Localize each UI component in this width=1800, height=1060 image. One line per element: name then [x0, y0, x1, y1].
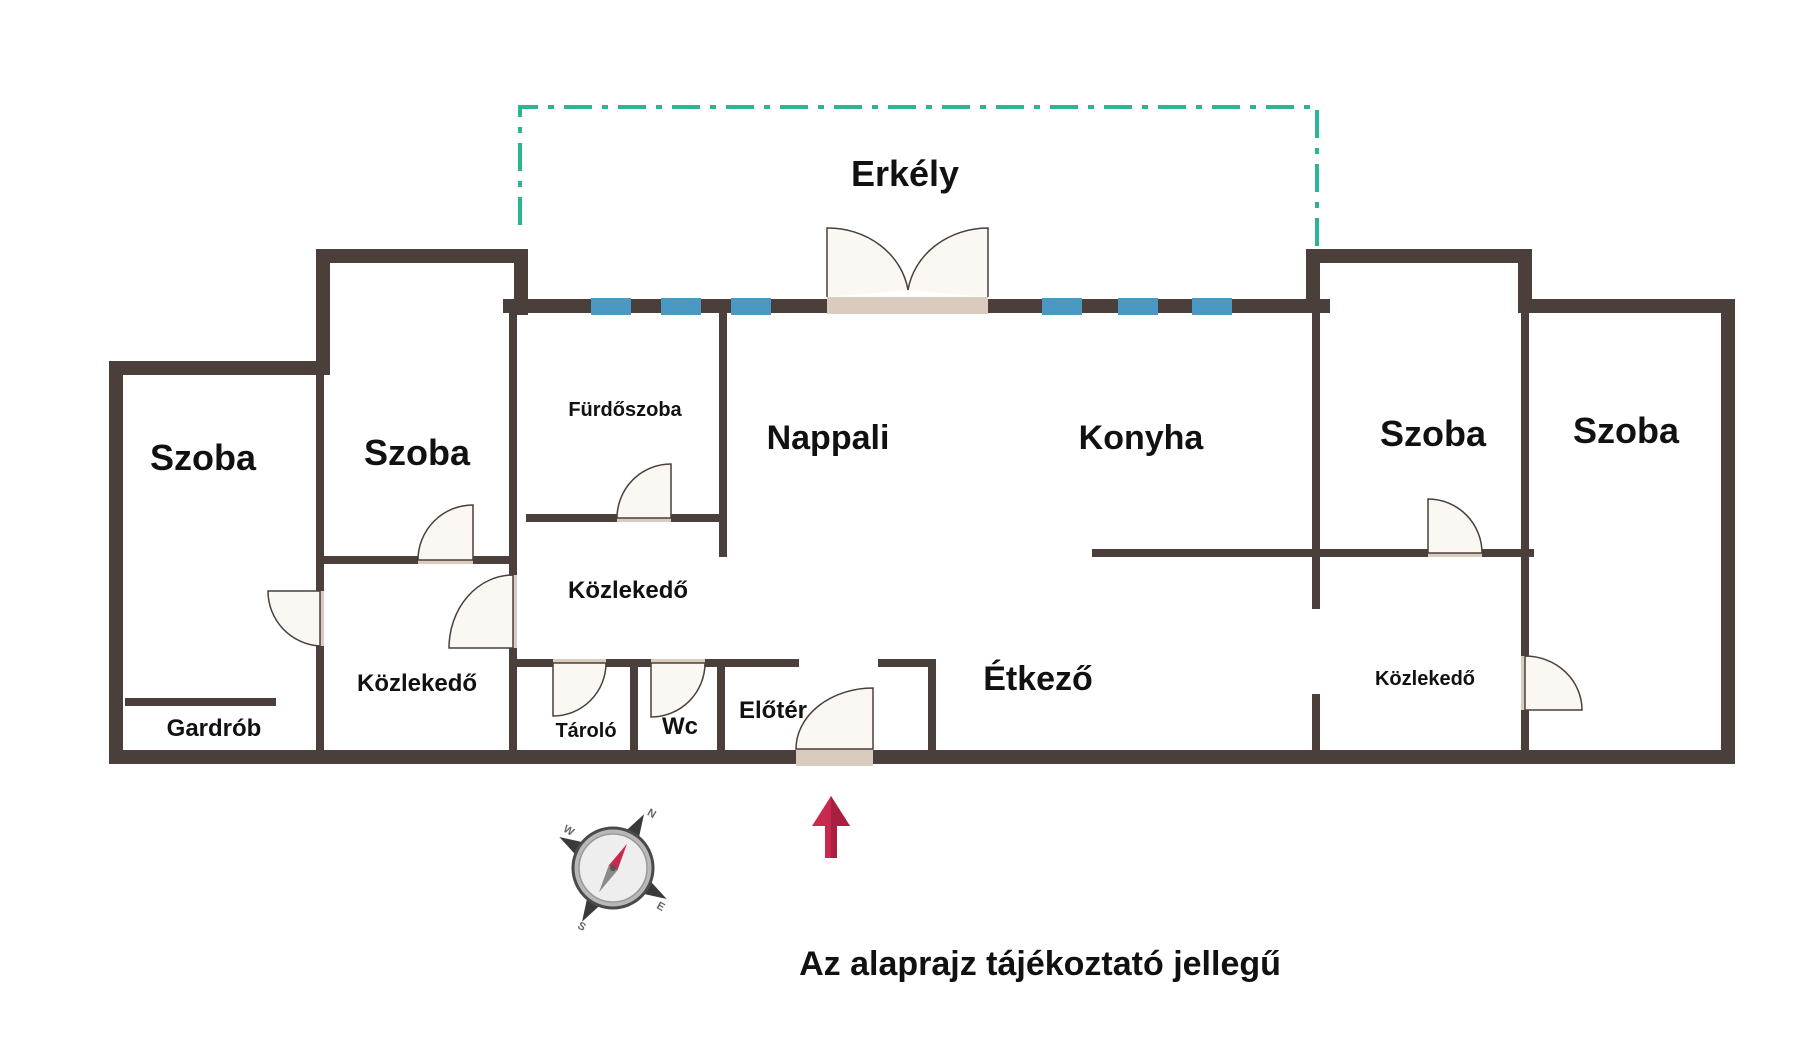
room-label-kozlekedo-3: Közlekedő [1375, 668, 1475, 690]
room-label-erkely: Erkély [851, 153, 959, 194]
room-label-kozlekedo-2: Közlekedő [357, 670, 477, 697]
room-label-szoba-3: Szoba [1380, 413, 1487, 454]
compass-letter-w: W [561, 823, 577, 839]
room-label-eloter: Előtér [739, 697, 807, 724]
compass-icon: N E S W [559, 807, 667, 934]
room-label-konyha: Konyha [1079, 419, 1205, 457]
compass-letter-e: E [654, 900, 666, 914]
room-label-wc: Wc [662, 713, 698, 740]
room-label-nappali: Nappali [767, 419, 890, 457]
balcony-door [826, 227, 989, 314]
disclaimer-note: Az alaprajz tájékoztató jellegű [799, 945, 1281, 983]
room-label-szoba-2: Szoba [364, 432, 471, 473]
room-label-gardrob: Gardrób [167, 715, 262, 742]
windows [591, 298, 1232, 315]
compass-letter-s: S [575, 920, 587, 934]
interior-walls [125, 302, 1534, 754]
room-label-szoba-4: Szoba [1573, 410, 1680, 451]
compass-letter-n: N [645, 807, 658, 821]
balcony-outline [518, 105, 1319, 255]
room-label-furdoszoba: Fürdőszoba [568, 399, 682, 421]
room-label-tarolo: Tároló [555, 720, 616, 742]
room-label-kozlekedo-1: Közlekedő [568, 577, 688, 604]
doors [267, 463, 1583, 766]
entrance-arrow-icon [812, 796, 850, 858]
room-label-szoba-1: Szoba [150, 437, 257, 478]
room-label-etkezo: Étkező [983, 660, 1093, 698]
